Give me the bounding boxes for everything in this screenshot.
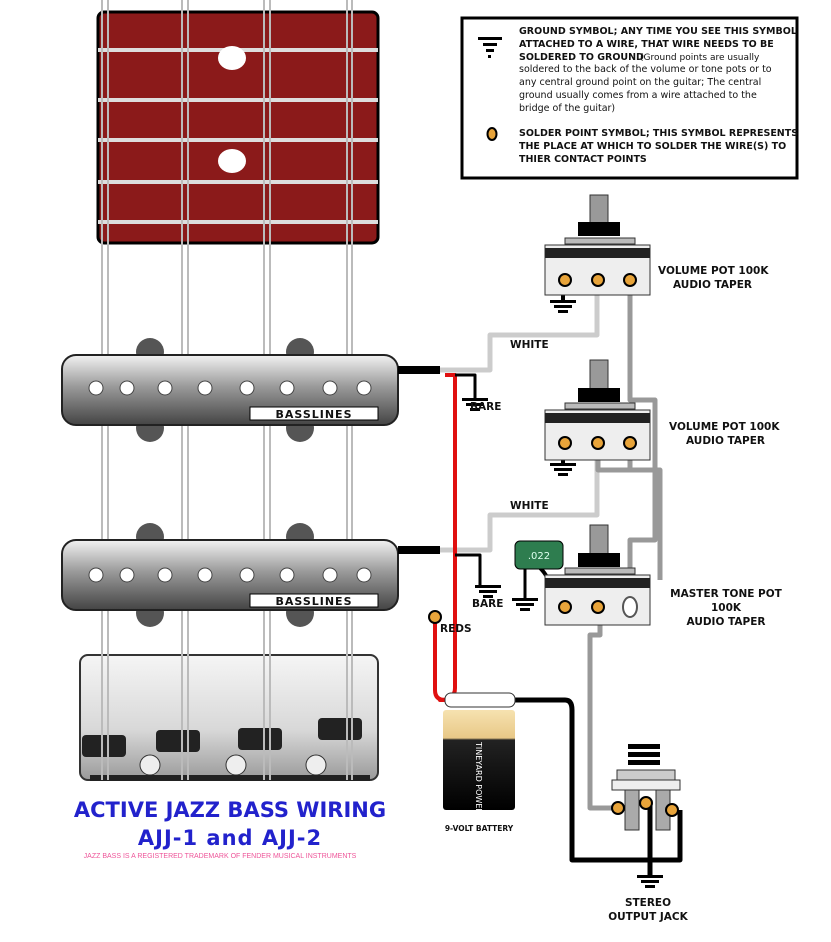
tone-pot-value: 100K <box>711 602 742 614</box>
ground-symbol-icon <box>478 37 502 58</box>
volume-pot-2-taper: AUDIO TAPER <box>686 435 765 447</box>
legend-solder-text: THIER CONTACT POINTS <box>519 154 647 165</box>
pickup-brand: BASSLINES <box>276 408 353 421</box>
wire-label-reds: REDS <box>440 623 472 635</box>
battery-brand: TINEYARD POWER <box>474 741 483 814</box>
battery-label: 9-VOLT BATTERY <box>445 824 514 833</box>
volume-pot-2 <box>544 359 651 461</box>
diagram-subtitle: AJJ-1 and AJJ-2 <box>138 826 322 850</box>
volume-pot-1-taper: AUDIO TAPER <box>673 279 752 291</box>
legend-ground-note: soldered to the back of the volume or to… <box>519 64 772 75</box>
trademark-note: JAZZ BASS IS A REGISTERED TRADEMARK OF F… <box>84 853 357 860</box>
legend-ground-note: bridge of the guitar) <box>519 103 615 114</box>
ground-icon <box>550 300 576 313</box>
legend-solder-text: THE PLACE AT WHICH TO SOLDER THE WIRE(S)… <box>519 141 786 152</box>
diagram-title: ACTIVE JAZZ BASS WIRING <box>74 798 386 822</box>
legend-ground-text: GROUND SYMBOL; ANY TIME YOU SEE THIS SYM… <box>519 26 797 37</box>
legend-ground-note: any central ground point on the guitar; … <box>519 77 761 88</box>
ground-icon <box>637 875 663 888</box>
wire-label-bare: BARE <box>470 401 501 413</box>
legend-ground-text: SOLDERED TO GROUND <box>519 52 644 63</box>
fret-marker <box>218 46 246 70</box>
ground-icon <box>475 585 501 598</box>
jack-label: STEREO <box>625 897 671 909</box>
output-jack <box>611 741 681 831</box>
volume-pot-2-label: VOLUME POT 100K <box>669 421 780 433</box>
bridge-pickup: BASSLINES <box>61 523 399 627</box>
bridge <box>79 654 379 781</box>
legend-solder-text: SOLDER POINT SYMBOL; THIS SYMBOL REPRESE… <box>519 128 798 139</box>
volume-pot-1 <box>544 194 651 296</box>
fret-marker <box>218 149 246 173</box>
ground-icon <box>550 463 576 476</box>
capacitor: .022 <box>514 540 564 570</box>
pickup-brand: BASSLINES <box>276 595 353 608</box>
solder-point-icon <box>486 127 498 141</box>
wire-label-white: WHITE <box>510 500 549 512</box>
wire-label-white: WHITE <box>510 339 549 351</box>
tone-pot-label: MASTER TONE POT <box>670 588 783 600</box>
volume-pot-1-label: VOLUME POT 100K <box>658 265 769 277</box>
jack-label: OUTPUT JACK <box>608 911 688 923</box>
battery: TINEYARD POWER 9-VOLT BATTERY <box>443 692 516 833</box>
legend-ground-note: ground usually comes from a wire attache… <box>519 90 757 101</box>
solder-point-icon <box>428 610 442 624</box>
legend-ground-text: ATTACHED TO A WIRE, THAT WIRE NEEDS TO B… <box>519 39 774 50</box>
capacitor-value: .022 <box>528 551 550 562</box>
neck <box>96 10 380 245</box>
ground-icon <box>512 565 538 611</box>
wire-label-bare: BARE <box>472 598 503 610</box>
legend-box: GROUND SYMBOL; ANY TIME YOU SEE THIS SYM… <box>460 16 799 180</box>
tone-pot <box>544 524 651 626</box>
neck-pickup: BASSLINES <box>61 338 399 442</box>
legend-ground-note: (Ground points are usually <box>640 53 760 63</box>
tone-pot-taper: AUDIO TAPER <box>687 616 766 628</box>
